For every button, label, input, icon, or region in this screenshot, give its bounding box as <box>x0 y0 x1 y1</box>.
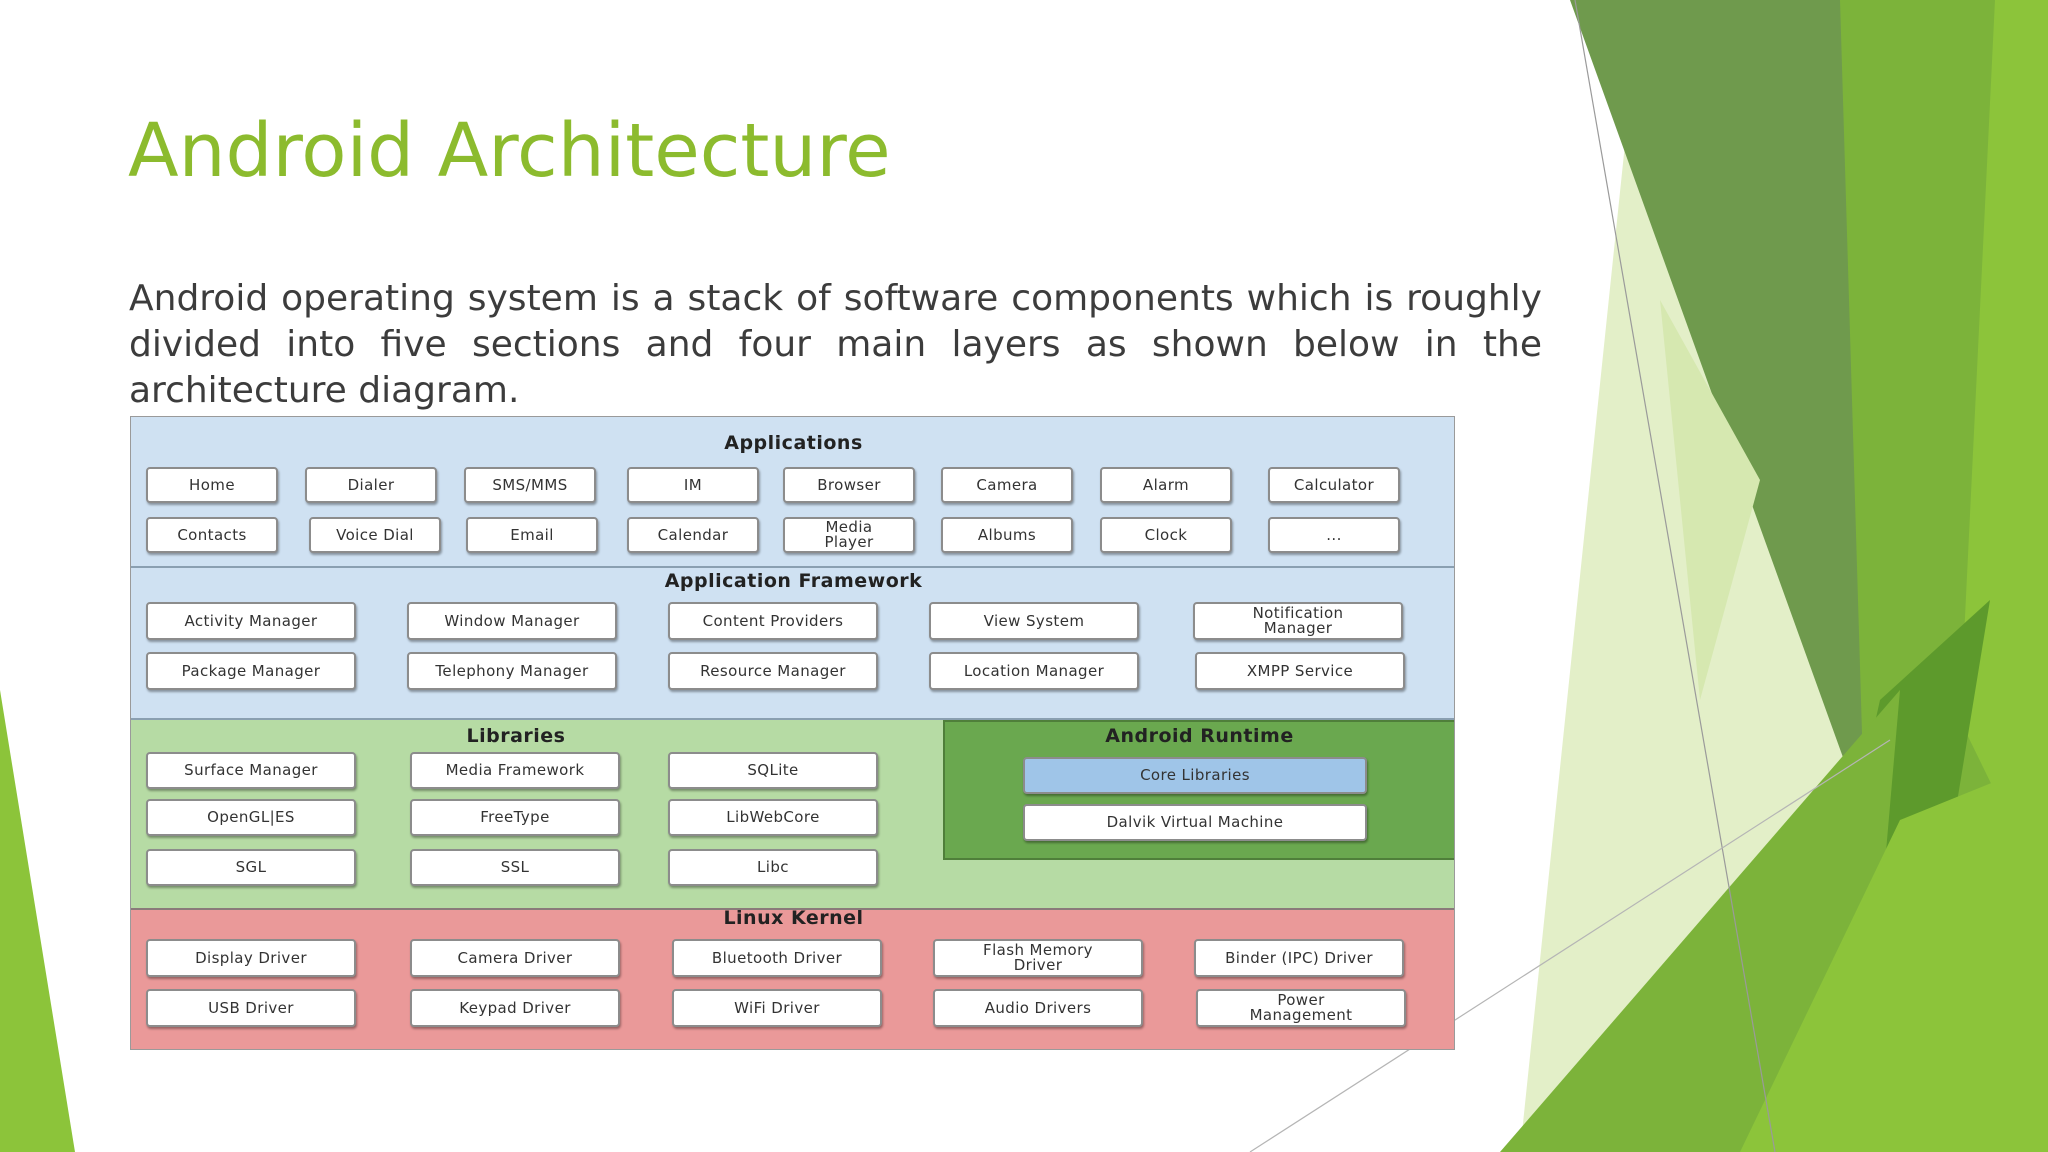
decor-thin-line-1 <box>1574 0 1776 1152</box>
kernel-usb-driver: USB Driver <box>146 989 356 1027</box>
slide-body-text: Android operating system is a stack of s… <box>129 278 1542 411</box>
decor-facet-bright <box>1960 0 2048 900</box>
kernel-audio-drivers: Audio Drivers <box>933 989 1143 1027</box>
application-framework-title: Application Framework <box>664 570 923 592</box>
app-im: IM <box>627 467 759 503</box>
kernel-wifi-driver: WiFi Driver <box>672 989 882 1027</box>
linux-kernel-title: Linux Kernel <box>723 907 864 929</box>
fw-package-manager: Package Manager <box>146 652 356 690</box>
app-media-player: Media Player <box>783 517 915 553</box>
lib-sqlite: SQLite <box>668 752 878 789</box>
app-email: Email <box>466 517 598 553</box>
lib-sgl: SGL <box>146 849 356 886</box>
app-albums: Albums <box>941 517 1073 553</box>
fw-telephony-manager: Telephony Manager <box>407 652 617 690</box>
libraries-title: Libraries <box>466 725 566 747</box>
app-alarm: Alarm <box>1100 467 1232 503</box>
lib-libc: Libc <box>668 849 878 886</box>
runtime-dalvik-vm: Dalvik Virtual Machine <box>1023 804 1367 841</box>
decor-facet-pale <box>1660 300 1760 700</box>
fw-xmpp-service: XMPP Service <box>1195 652 1405 690</box>
app-clock: Clock <box>1100 517 1232 553</box>
kernel-power-management: Power Management <box>1196 989 1406 1027</box>
application-framework-layer <box>131 568 1454 720</box>
app-voice-dial: Voice Dial <box>309 517 441 553</box>
fw-notification-manager: Notification Manager <box>1193 602 1403 640</box>
kernel-camera-driver: Camera Driver <box>410 939 620 977</box>
lib-ssl: SSL <box>410 849 620 886</box>
kernel-binder-ipc-driver: Binder (IPC) Driver <box>1194 939 1404 977</box>
android-runtime-title: Android Runtime <box>1105 725 1294 747</box>
kernel-display-driver: Display Driver <box>146 939 356 977</box>
app-more: ... <box>1268 517 1400 553</box>
linux-kernel-layer <box>131 908 1454 1049</box>
android-architecture-diagram: Applications Application Framework Libra… <box>130 416 1455 1050</box>
fw-content-providers: Content Providers <box>668 602 878 640</box>
fw-activity-manager: Activity Manager <box>146 602 356 640</box>
kernel-flash-memory-driver: Flash Memory Driver <box>933 939 1143 977</box>
decor-left-wedge <box>0 690 75 1152</box>
lib-media-framework: Media Framework <box>410 752 620 789</box>
app-dialer: Dialer <box>305 467 437 503</box>
slide-title: Android Architecture <box>128 108 891 194</box>
lib-surface-manager: Surface Manager <box>146 752 356 789</box>
app-camera: Camera <box>941 467 1073 503</box>
lib-libwebcore: LibWebCore <box>668 799 878 836</box>
fw-resource-manager: Resource Manager <box>668 652 878 690</box>
kernel-keypad-driver: Keypad Driver <box>410 989 620 1027</box>
app-home: Home <box>146 467 278 503</box>
app-contacts: Contacts <box>146 517 278 553</box>
libraries-layer-extension <box>943 860 1454 908</box>
decor-facet-lower-bright <box>1740 760 2048 1152</box>
app-sms-mms: SMS/MMS <box>464 467 596 503</box>
lib-freetype: FreeType <box>410 799 620 836</box>
fw-window-manager: Window Manager <box>407 602 617 640</box>
app-browser: Browser <box>783 467 915 503</box>
lib-opengl-es: OpenGL|ES <box>146 799 356 836</box>
fw-location-manager: Location Manager <box>929 652 1139 690</box>
app-calculator: Calculator <box>1268 467 1400 503</box>
app-calendar: Calendar <box>627 517 759 553</box>
decor-thin-line-2 <box>1249 739 1891 1152</box>
runtime-core-libraries: Core Libraries <box>1023 757 1367 794</box>
applications-title: Applications <box>724 432 863 454</box>
fw-view-system: View System <box>929 602 1139 640</box>
kernel-bluetooth-driver: Bluetooth Driver <box>672 939 882 977</box>
